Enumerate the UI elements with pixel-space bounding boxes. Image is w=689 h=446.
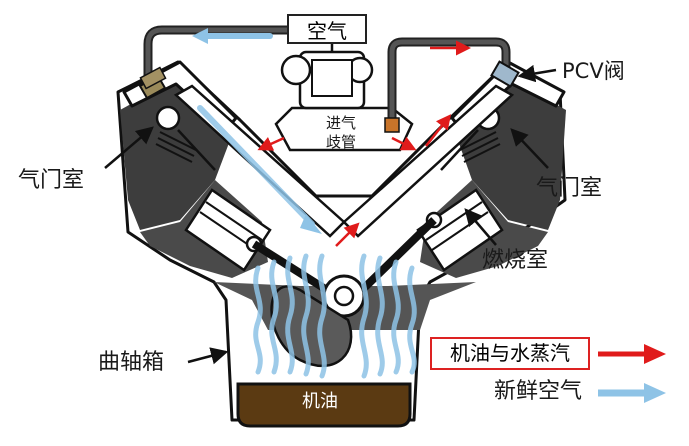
left-valve-assembly (155, 105, 216, 171)
oil-vapor-arrows (257, 40, 471, 247)
combustion-chamber-label: 燃烧室 (482, 248, 549, 273)
legend-red-arrow (598, 344, 666, 364)
crankcase-air-flow (253, 253, 417, 379)
left-piston (184, 188, 333, 296)
intake-manifold (274, 44, 414, 152)
leader-arrows (104, 64, 557, 365)
fresh-air-hose (139, 25, 292, 90)
legend-blue-arrow (598, 383, 666, 403)
air-label: 空气 (287, 14, 367, 44)
intake-manifold-label-line2: 歧管 (325, 133, 356, 151)
legend-oil-vapor: 机油与水蒸汽 (430, 337, 590, 370)
pcv-hose (384, 37, 511, 133)
valve-chamber-left-label: 气门室 (18, 168, 85, 193)
oil-label: 机油 (302, 391, 338, 412)
pcv-valve (490, 60, 520, 88)
crankcase-label: 曲轴箱 (98, 350, 165, 375)
pcv-valve-label: PCV阀 (562, 59, 625, 83)
fresh-air-arrows (192, 28, 322, 234)
intake-manifold-label: 进气 歧管 (308, 114, 374, 152)
intake-manifold-label-line1: 进气 (325, 114, 356, 132)
valve-chamber-right-label: 气门室 (536, 176, 603, 201)
legend-fresh-air: 新鲜空气 (494, 379, 583, 404)
oil-sump (236, 382, 412, 428)
